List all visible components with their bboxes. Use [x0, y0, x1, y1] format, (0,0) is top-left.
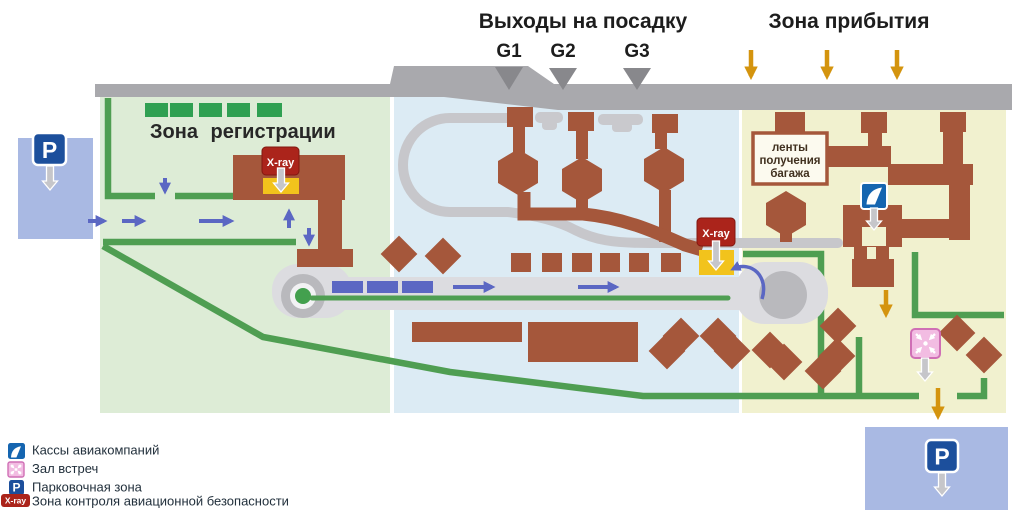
parking-lot-left: P [18, 131, 93, 239]
legend-row-security: X-ray Зона контроля авиационной безопасн… [1, 494, 289, 509]
svg-text:X-ray: X-ray [5, 496, 27, 506]
down-arrow-icon [41, 165, 59, 192]
legend-label: Кассы авиакомпаний [32, 443, 159, 458]
gate-triangle-g1 [495, 67, 523, 90]
moving-walkway [272, 262, 828, 324]
boundary-line [743, 250, 825, 396]
legend-row-meeting: Зал встреч [7, 461, 98, 478]
parking-icon [9, 480, 24, 495]
departure-route-path [517, 192, 704, 257]
boundary-line [911, 252, 1004, 319]
walkway-belt-segments [332, 281, 433, 293]
shop-square-row [511, 253, 681, 272]
legend-label: Зона контроля авиационной безопасности [32, 494, 289, 509]
turnaround-circle [759, 271, 807, 319]
legend-label: Зал встреч [32, 461, 98, 476]
gate-g2-label: G2 [550, 41, 575, 62]
terminal-edge-band [95, 66, 1012, 110]
gate-triangle-g2 [549, 68, 577, 90]
u-turn-arrow [730, 261, 766, 300]
svg-text:P: P [12, 481, 20, 495]
parking-sign-letter: P [934, 444, 949, 470]
parking-icon [924, 438, 960, 474]
passenger-flow-arrows [88, 178, 766, 300]
gate-triangle-g3 [623, 68, 651, 90]
baggage-label-line3: багажа [770, 168, 810, 180]
xray-sign-label: X-ray [702, 228, 730, 240]
parking-sign-letter: P [42, 137, 57, 163]
baggage-label-line2: получения [759, 155, 820, 167]
service-counter [528, 322, 638, 362]
baggage-claim-box: ленты получения багажа [751, 131, 829, 186]
legend: Кассы авиакомпаний Зал встреч P Парковоч… [1, 443, 289, 509]
arrival-zone-title: Зона прибытия [769, 10, 930, 33]
boarding-gates-title: Выходы на посадку [479, 10, 688, 33]
down-arrow-icon [707, 240, 725, 272]
gate-hexagon-1 [498, 149, 538, 195]
security-xray-icon [1, 494, 30, 507]
arrival-flow-arrows [744, 50, 945, 421]
meeting-hall-point [910, 328, 941, 383]
legend-label: Парковочная зона [32, 480, 143, 495]
down-arrow-icon [916, 357, 934, 383]
security-checkpoint-1: X-ray [233, 146, 353, 267]
xray-sign-label: X-ray [267, 157, 295, 169]
parking-lot-right: P [865, 427, 1008, 510]
parking-icon [31, 131, 68, 167]
check-in-desks [145, 103, 282, 117]
gate-hexagon-2 [562, 157, 602, 203]
registration-zone-label: Зона регистрации [150, 121, 336, 143]
down-arrow-icon [865, 207, 883, 232]
boundary-line [101, 243, 919, 400]
legend-row-parking: P Парковочная зона [9, 480, 143, 495]
gate-g3-label: G3 [624, 41, 649, 62]
gate-hexagon-3 [644, 147, 684, 193]
airline-ticket-office [860, 182, 888, 246]
baggage-label-line1: ленты [772, 142, 808, 154]
green-guide-lines [101, 98, 1004, 400]
security-checkpoint-2: X-ray [696, 217, 736, 275]
arrival-kiosk-hexagon [766, 191, 806, 237]
gate-g1-label: G1 [496, 41, 522, 62]
boundary-line [957, 378, 988, 400]
down-arrow-icon [272, 167, 290, 194]
service-counter [412, 322, 522, 342]
legend-row-airline: Кассы авиакомпаний [8, 443, 159, 459]
queue-line [104, 98, 155, 200]
jet-bridge-pads [535, 112, 643, 132]
down-arrow-icon [933, 472, 951, 498]
seating-diamonds [380, 235, 1003, 390]
arrivals-corridor-path [398, 113, 843, 248]
